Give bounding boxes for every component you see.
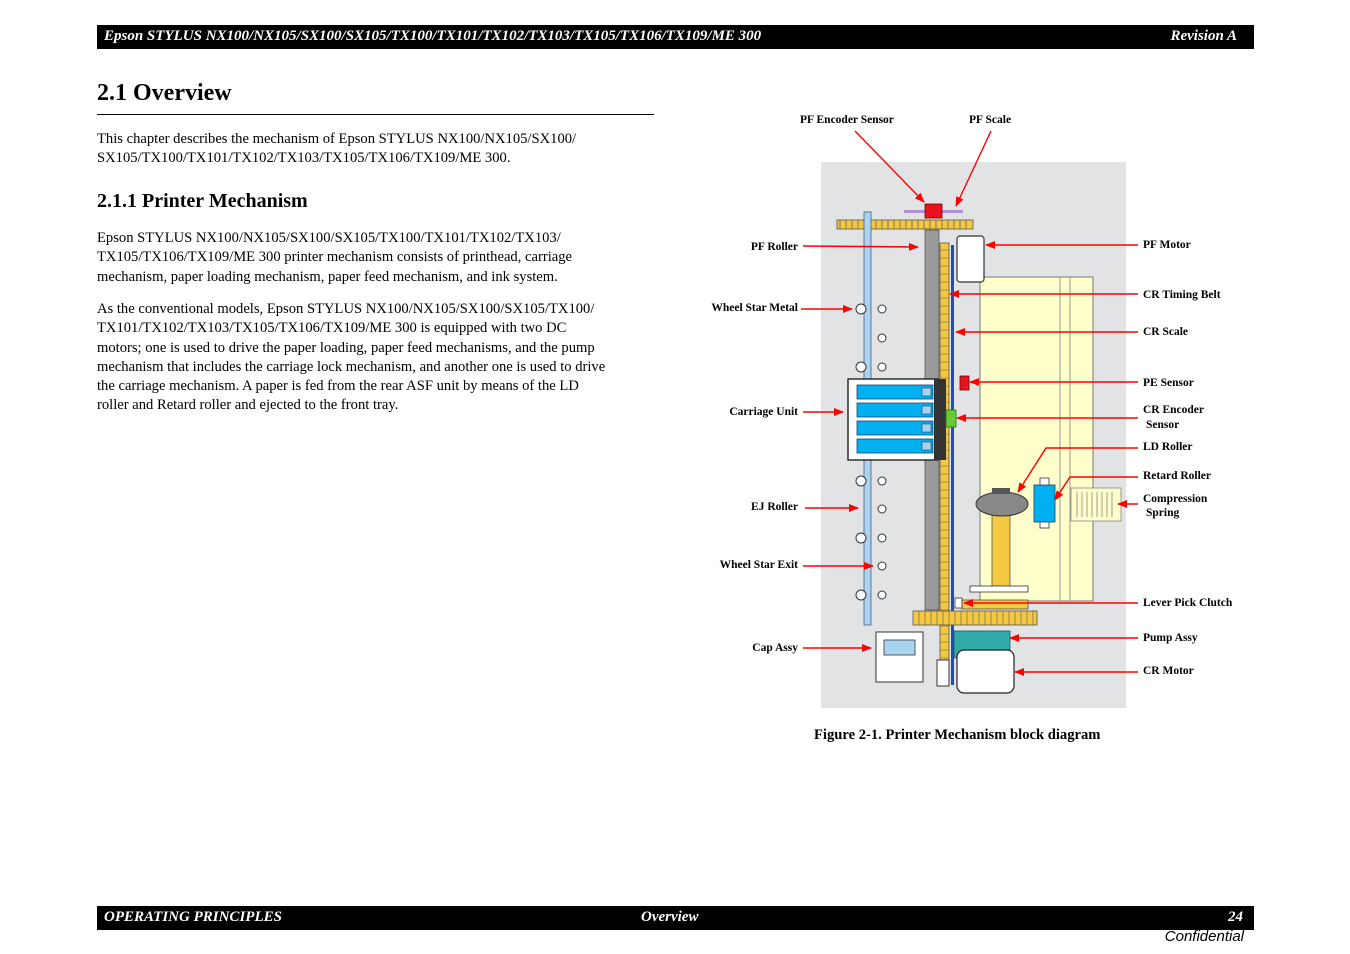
heading-rule [97, 114, 654, 115]
intro-line: This chapter describes the mechanism of … [97, 131, 577, 147]
paragraph-motors: As the conventional models, Epson STYLUS… [97, 300, 657, 416]
cr-motor [936, 649, 1015, 694]
label-pf-encoder-sensor: PF Encoder Sensor [800, 114, 894, 126]
label-wheel-star-exit: Wheel Star Exit [720, 559, 799, 571]
pf-roller-gear [836, 219, 974, 230]
footer-chapter: OPERATING PRINCIPLES [104, 909, 282, 925]
label-retard-roller: Retard Roller [1143, 470, 1211, 482]
intro-line: SX105/TX100/TX101/TX102/TX103/TX105/TX10… [97, 150, 511, 167]
cr-scale [951, 245, 954, 685]
subsection-heading: 2.1.1 Printer Mechanism [97, 190, 308, 212]
carriage-unit [847, 378, 946, 461]
paragraph-line: mechanism that includes the carriage loc… [97, 358, 606, 375]
label-pf-motor: PF Motor [1143, 239, 1191, 251]
label-carriage-unit: Carriage Unit [729, 406, 798, 418]
label-cr-encoder-sensor: Sensor [1146, 419, 1179, 431]
footer-page-number: 24 [1228, 909, 1243, 925]
cap-assy [875, 631, 924, 683]
label-pump-assy: Pump Assy [1143, 632, 1198, 644]
paragraph-line: mechanism, paper loading mechanism, pape… [97, 268, 558, 285]
label-pf-roller: PF Roller [751, 241, 798, 253]
label-cr-motor: CR Motor [1143, 665, 1194, 677]
pf-motor [956, 235, 985, 283]
ld-roller [975, 488, 1029, 591]
page-footer: OPERATING PRINCIPLES Overview 24 [97, 906, 1254, 930]
label-ej-roller: EJ Roller [751, 501, 798, 513]
label-cr-timing-belt: CR Timing Belt [1143, 289, 1221, 301]
wheel-stars [855, 303, 887, 601]
printer-mechanism-diagram: PF Encoder Sensor PF Scale PF Roller Whe… [711, 114, 1233, 708]
cr-encoder-sensor [945, 409, 957, 428]
label-cr-scale: CR Scale [1143, 326, 1188, 338]
pe-sensor [959, 375, 970, 391]
intro-paragraph: This chapter describes the mechanism of … [97, 130, 657, 169]
bottom-gear [912, 610, 1038, 626]
header-revision: Revision A [1170, 28, 1237, 44]
paragraph-line: As the conventional models, Epson STYLUS… [97, 301, 595, 317]
section-heading: 2.1 Overview [97, 80, 232, 106]
header-title: Epson STYLUS NX100/NX105/SX100/SX105/TX1… [104, 28, 762, 44]
page-header: Epson STYLUS NX100/NX105/SX100/SX105/TX1… [97, 25, 1254, 49]
retard-roller [1033, 477, 1056, 529]
confidential-note: Confidential [1164, 928, 1244, 945]
figure-caption: Figure 2-1. Printer Mechanism block diag… [814, 727, 1101, 743]
label-cr-encoder: CR Encoder [1143, 404, 1204, 416]
label-pf-scale: PF Scale [969, 114, 1011, 126]
paragraph-line: TX105/TX106/TX109/ME 300 printer mechani… [97, 249, 572, 266]
paragraph-mechanism: Epson STYLUS NX100/NX105/SX100/SX105/TX1… [97, 229, 657, 287]
label-cap-assy: Cap Assy [752, 642, 798, 654]
label-compression: Compression [1143, 493, 1208, 505]
callout-arrows [801, 130, 1138, 676]
label-pe-sensor: PE Sensor [1143, 377, 1194, 389]
paragraph-line: motors; one is used to drive the paper l… [97, 339, 595, 356]
lever-pick-clutch [954, 585, 1029, 610]
pf-encoder-sensor [924, 203, 943, 219]
paragraph-line: Epson STYLUS NX100/NX105/SX100/SX105/TX1… [97, 230, 561, 246]
label-wheel-star-metal: Wheel Star Metal [711, 302, 798, 314]
footer-section: Overview [641, 909, 699, 925]
label-ld-roller: LD Roller [1143, 441, 1193, 453]
label-lever-pick-clutch: Lever Pick Clutch [1143, 597, 1233, 609]
paragraph-line: the carriage mechanism. A paper is fed f… [97, 378, 579, 395]
compression-spring [1070, 487, 1122, 522]
paragraph-line: roller and Retard roller and ejected to … [97, 397, 399, 414]
label-compression-spring: Spring [1146, 507, 1179, 519]
paragraph-line: TX101/TX102/TX103/TX105/TX106/TX109/ME 3… [97, 320, 567, 337]
